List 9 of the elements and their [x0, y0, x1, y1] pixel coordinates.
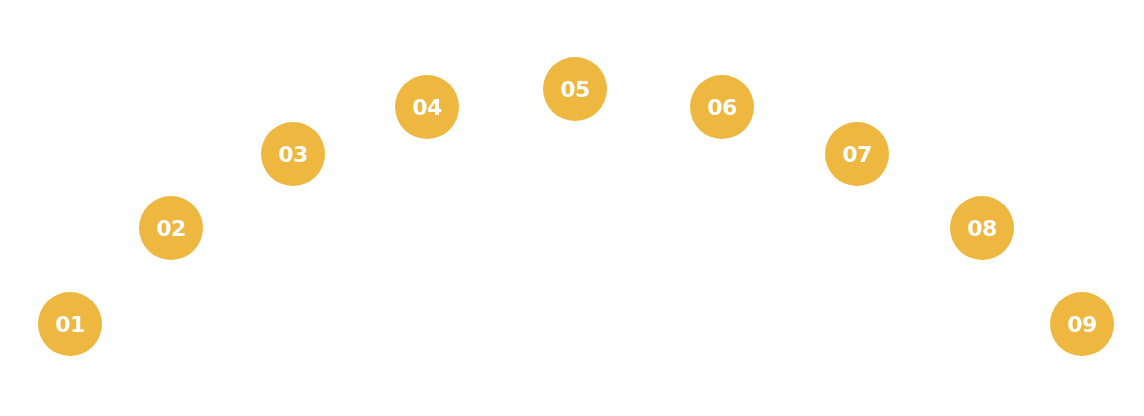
step-number: 05	[560, 76, 590, 102]
step-number: 01	[55, 311, 85, 337]
step-number: 08	[967, 215, 997, 241]
step-number: 09	[1067, 311, 1097, 337]
step-number: 06	[707, 94, 737, 120]
step-number: 02	[156, 215, 186, 241]
step-number: 03	[278, 141, 308, 167]
step-number: 07	[842, 141, 872, 167]
step-number: 04	[412, 94, 442, 120]
